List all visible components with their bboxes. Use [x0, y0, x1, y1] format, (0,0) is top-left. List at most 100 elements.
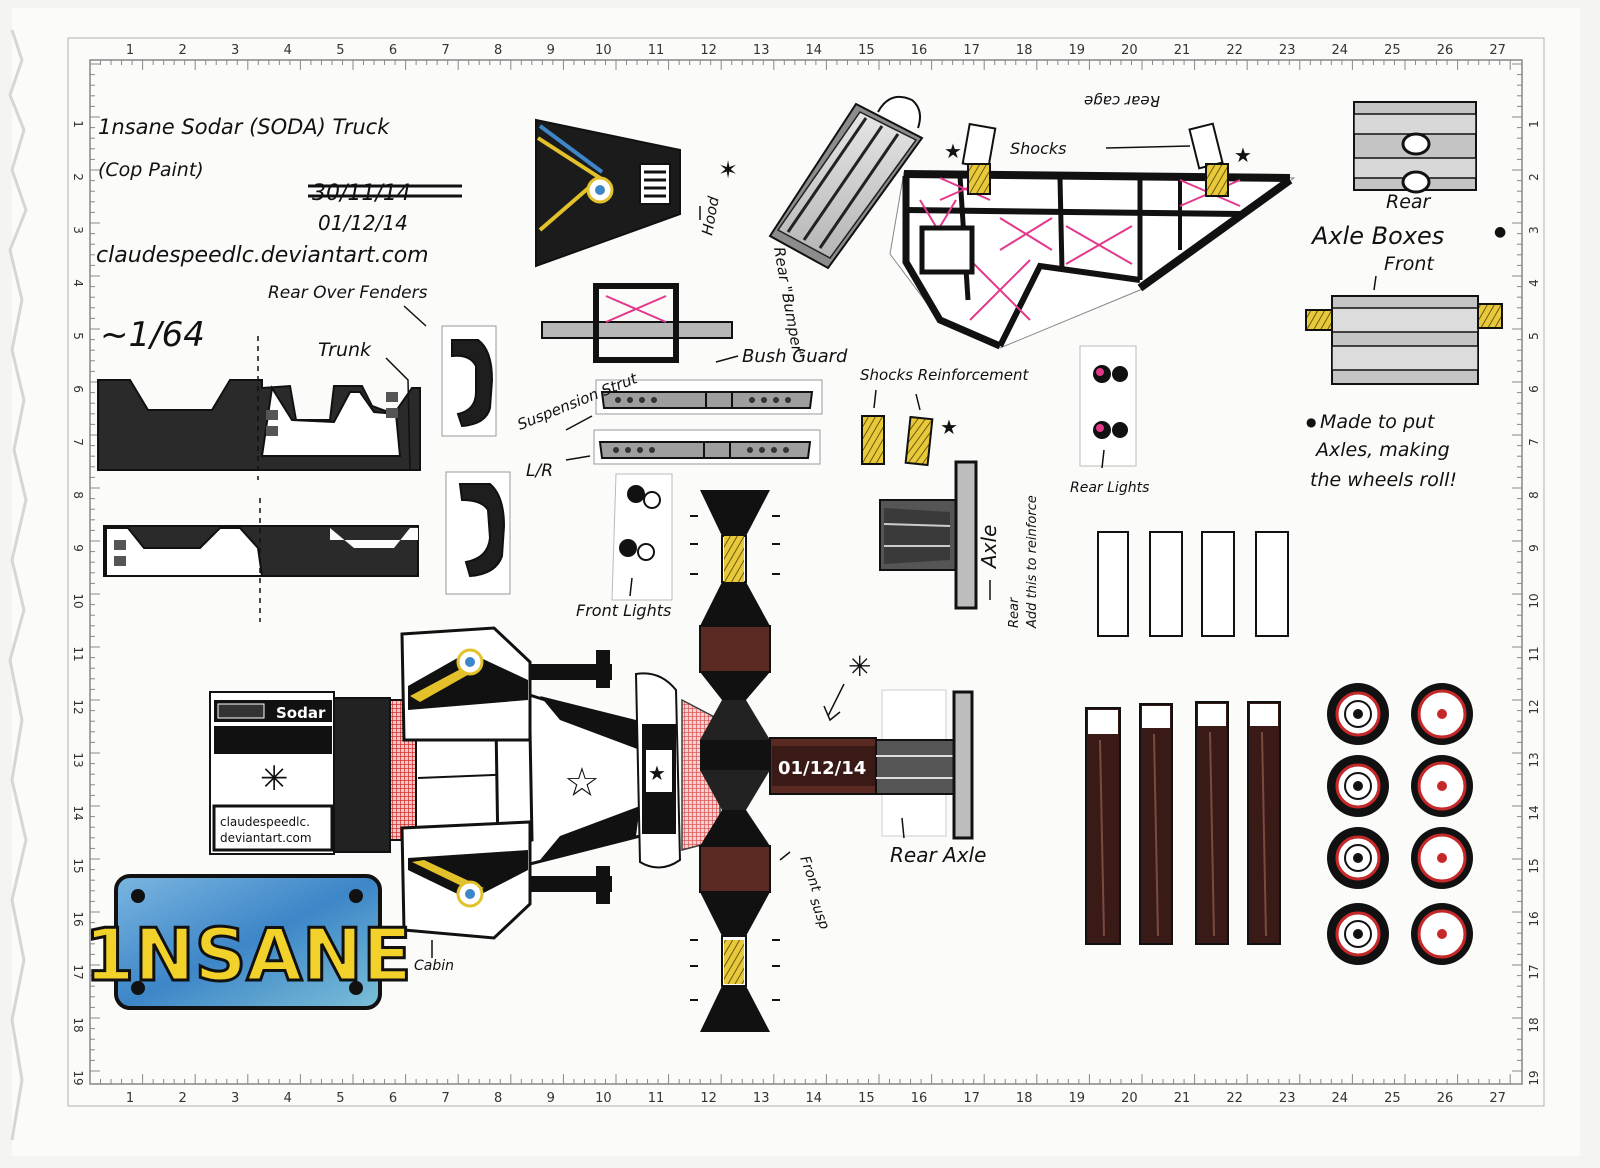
ruler-left-number: 10	[71, 593, 85, 608]
ruler-top-number: 26	[1437, 43, 1454, 58]
svg-text:✶: ✶	[718, 156, 738, 184]
ruler-top-number: 14	[806, 43, 823, 58]
title-line-1: 1nsane Sodar (SODA) Truck	[98, 115, 390, 139]
ruler-top-number: 19	[1069, 43, 1086, 58]
rear-lights-piece	[1079, 345, 1137, 467]
ruler-bottom-number: 12	[700, 1091, 717, 1106]
label-rear-over-fenders: Rear Over Fenders	[268, 283, 428, 303]
ruler-right-number: 10	[1527, 593, 1541, 608]
ruler-bottom-number: 9	[547, 1091, 555, 1106]
ruler-top-number: 13	[753, 43, 770, 58]
ruler-top-number: 4	[284, 43, 292, 58]
ruler-left-number: 17	[71, 964, 85, 979]
ruler-top-number: 2	[178, 43, 186, 58]
suspension-strut-upper	[595, 379, 823, 415]
ruler-bottom-number: 27	[1489, 1091, 1506, 1106]
ruler-left-number: 11	[71, 646, 85, 661]
cab-site-1: claudespeedlc.	[220, 815, 310, 829]
svg-text:☆: ☆	[564, 760, 600, 806]
note-line-3: the wheels roll!	[1310, 469, 1457, 491]
ruler-left-number: 18	[71, 1017, 85, 1032]
svg-text:✳: ✳	[260, 759, 289, 799]
label-front-lights: Front Lights	[576, 601, 671, 620]
ruler-top-number: 10	[595, 43, 612, 58]
cab-site-2: deviantart.com	[220, 831, 312, 845]
date: 01/12/14	[318, 211, 408, 235]
ruler-right-number: 17	[1527, 964, 1541, 979]
ruler-right-number: 15	[1527, 858, 1541, 873]
wheel	[1327, 827, 1389, 889]
svg-text:★: ★	[940, 415, 958, 439]
ruler-bottom-number: 24	[1332, 1091, 1349, 1106]
site: claudespeedlc.deviantart.com	[96, 243, 429, 268]
label-rear-axle: Rear Axle	[890, 843, 986, 867]
ruler-top-number: 8	[494, 43, 502, 58]
ruler-top-number: 3	[231, 43, 239, 58]
wheel	[1327, 683, 1389, 745]
ruler-left-number: 13	[71, 752, 85, 767]
wheel	[1411, 827, 1473, 889]
scale: ~1/64	[100, 315, 205, 355]
ruler-top-number: 15	[858, 43, 875, 58]
ruler-top-number: 21	[1174, 43, 1191, 58]
ruler-bottom-number: 25	[1384, 1091, 1401, 1106]
title-line-2: (Cop Paint)	[98, 159, 204, 181]
ruler-bottom-number: 19	[1069, 1091, 1086, 1106]
cabin-net: Sodar ✳ claudespeedlc. deviantart.com ☆	[209, 626, 721, 940]
ruler-top-number: 20	[1121, 43, 1138, 58]
ruler-left-number: 14	[71, 805, 85, 820]
axle-reinforcement-piece	[879, 460, 978, 610]
ruler-right-number: 5	[1527, 332, 1541, 340]
ruler-bottom-number: 13	[753, 1091, 770, 1106]
ruler-bottom-number: 15	[858, 1091, 875, 1106]
axle-sticks	[1097, 531, 1289, 637]
shock-reinforcement-right	[904, 415, 934, 467]
ruler-right-number: 3	[1527, 226, 1541, 234]
ruler-top-number: 25	[1384, 43, 1401, 58]
chassis-date: 01/12/14	[778, 758, 866, 779]
ruler-right-number: 19	[1527, 1070, 1541, 1085]
ruler-bottom-number: 10	[595, 1091, 612, 1106]
shock-reinforcement-left	[861, 415, 885, 465]
ruler-bottom-number: 22	[1226, 1091, 1243, 1106]
label-rear-cage: Rear cage	[1084, 92, 1160, 110]
label-lr: L/R	[526, 461, 553, 481]
ruler-left-number: 2	[71, 173, 85, 181]
ruler-left-number: 16	[71, 911, 85, 926]
label-axle-boxes: Axle Boxes	[1310, 222, 1444, 250]
wheel	[1411, 755, 1473, 817]
ruler-left-number: 4	[71, 279, 85, 287]
svg-text:✳: ✳	[848, 650, 871, 683]
bush-guard-piece	[541, 283, 733, 363]
ruler-top-number: 1	[126, 43, 134, 58]
rear-bumper-piece	[768, 102, 924, 270]
ruler-left-number: 15	[71, 858, 85, 873]
header: 1nsane Sodar (SODA) Truck (Cop Paint) 30…	[96, 115, 462, 355]
ruler-top-number: 12	[700, 43, 717, 58]
ruler-top-number: 9	[547, 43, 555, 58]
ruler-bottom-number: 4	[284, 1091, 292, 1106]
rear-over-fender-lower	[445, 471, 511, 595]
wheel	[1411, 683, 1473, 745]
ruler-right-number: 11	[1527, 646, 1541, 661]
ruler-bottom-number: 20	[1121, 1091, 1138, 1106]
ruler-bottom-number: 26	[1437, 1091, 1454, 1106]
ruler-left-number: 1	[71, 120, 85, 128]
svg-text:★: ★	[1234, 143, 1252, 167]
ruler-right-number: 7	[1527, 438, 1541, 446]
ruler-top-number: 24	[1332, 43, 1349, 58]
ruler-bottom-number: 21	[1174, 1091, 1191, 1106]
ruler-right-number: 6	[1527, 385, 1541, 393]
ruler-left-number: 6	[71, 385, 85, 393]
label-bush-guard: Bush Guard	[742, 346, 848, 367]
ruler-bottom-number: 23	[1279, 1091, 1296, 1106]
front-axle-box	[1305, 295, 1503, 385]
wheel	[1327, 903, 1389, 965]
ruler-top-number: 18	[1016, 43, 1033, 58]
ruler-top-number: 16	[911, 43, 928, 58]
ruler-bottom-number: 2	[178, 1091, 186, 1106]
hood-piece	[535, 118, 681, 268]
ruler-top-number: 5	[336, 43, 344, 58]
